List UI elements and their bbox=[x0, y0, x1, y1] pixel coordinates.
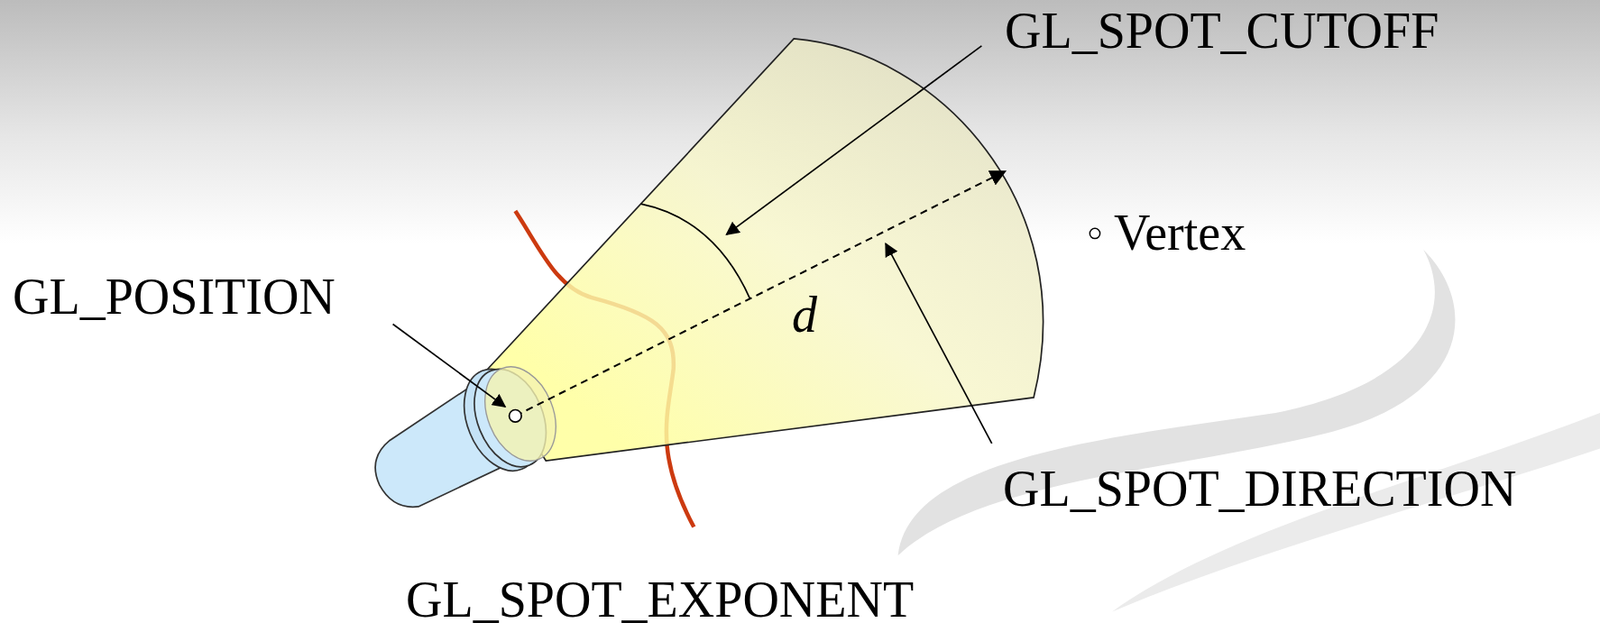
parameter-label: Vertex bbox=[1113, 205, 1246, 262]
vertex-point bbox=[1089, 228, 1100, 239]
parameter-label: GL_SPOT_CUTOFF bbox=[1004, 3, 1439, 60]
leader-line bbox=[726, 45, 983, 235]
distance-label: d bbox=[791, 287, 818, 344]
direction-line bbox=[514, 171, 1005, 416]
position-point bbox=[509, 410, 523, 423]
leader-line bbox=[885, 243, 993, 444]
parameter-label: GL_SPOT_EXPONENT bbox=[405, 572, 914, 629]
parameter-label: GL_POSITION bbox=[12, 269, 336, 326]
light-cone bbox=[487, 38, 1044, 461]
leader-line bbox=[393, 324, 506, 408]
flashlight-lens bbox=[471, 356, 570, 472]
cutoff-arc bbox=[641, 203, 751, 299]
parameter-label: GL_SPOT_DIRECTION bbox=[1002, 461, 1517, 518]
